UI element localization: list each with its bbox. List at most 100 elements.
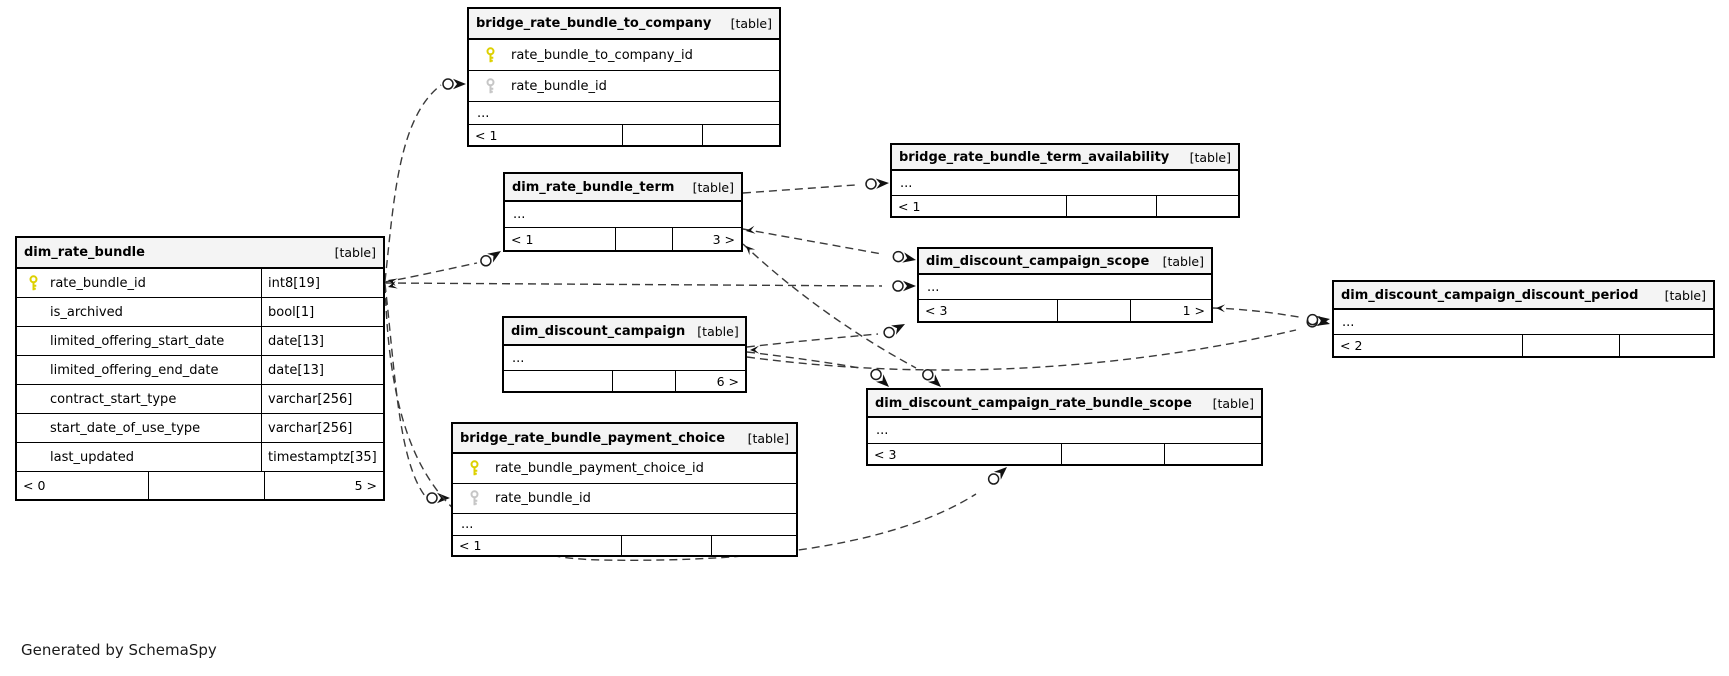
table-node-dim_discount_campaign_discount_period[interactable]: dim_discount_campaign_discount_period [ta… xyxy=(1332,280,1715,358)
table-type-badge: [table] xyxy=(730,16,772,31)
fk-circle-marker-icon xyxy=(987,473,1000,485)
table-title: bridge_rate_bundle_term_availability xyxy=(899,149,1170,165)
table-header: dim_discount_campaign_rate_bundle_scope[… xyxy=(868,390,1261,418)
column-name: start_date_of_use_type xyxy=(50,420,201,436)
table-title: dim_rate_bundle xyxy=(24,245,145,260)
column-type: int8[19] xyxy=(261,269,383,297)
table-node-dim_discount_campaign_scope[interactable]: dim_discount_campaign_scope[table]...< 3… xyxy=(917,247,1213,323)
table-title: dim_discount_campaign_discount_period xyxy=(1341,287,1639,303)
fk-arrowhead-icon xyxy=(487,251,501,263)
key-slot-empty xyxy=(17,327,50,355)
fk-arrowhead-icon xyxy=(388,278,398,287)
fk-edge xyxy=(1212,307,1300,318)
column-row: rate_bundle_payment_choice_id xyxy=(453,454,796,484)
fk-circle-marker-icon xyxy=(1306,313,1319,326)
schemaspy-credit: Generated by SchemaSpy xyxy=(21,641,217,659)
column-name: limited_offering_start_date xyxy=(50,333,225,349)
table-header: dim_rate_bundle [table] xyxy=(17,238,383,269)
footer-children-count xyxy=(1164,444,1261,464)
table-header: bridge_rate_bundle_term_availability [tab… xyxy=(892,145,1238,171)
table-footer: 6 > xyxy=(504,371,745,391)
key-slot-empty xyxy=(17,443,50,471)
column-name: contract_start_type xyxy=(50,391,177,407)
footer-parents-count: < 1 xyxy=(475,127,498,143)
table-node-bridge_rate_bundle_to_company[interactable]: bridge_rate_bundle_to_company [table] rate… xyxy=(467,7,781,147)
column-name: rate_bundle_to_company_id xyxy=(511,47,693,63)
table-node-bridge_rate_bundle_term_availability[interactable]: bridge_rate_bundle_term_availability [tab… xyxy=(890,143,1240,218)
ellipsis-row: ... xyxy=(469,102,779,125)
ellipsis-row: ... xyxy=(505,202,741,228)
primary-key-icon xyxy=(486,46,494,62)
fk-arrowhead-icon xyxy=(750,345,760,354)
table-footer: < 0 5 > xyxy=(17,472,383,499)
table-type-badge: [table] xyxy=(1212,395,1254,411)
table-type-badge: [table] xyxy=(697,323,739,339)
table-type-badge: [table] xyxy=(1189,149,1231,165)
footer-parents-count: < 1 xyxy=(459,538,482,553)
table-header: dim_discount_campaign [table] xyxy=(504,318,745,346)
table-title: dim_discount_campaign_scope xyxy=(926,253,1150,269)
column-type: bool[1] xyxy=(261,298,383,326)
table-title: bridge_rate_bundle_to_company xyxy=(476,16,712,31)
table-header: dim_rate_bundle_term[table] xyxy=(505,174,741,202)
fk-circle-marker-icon xyxy=(883,326,895,339)
footer-children-count xyxy=(711,536,796,555)
footer-middle-cell xyxy=(615,228,672,250)
key-slot xyxy=(453,484,495,513)
fk-edge xyxy=(742,243,917,369)
fk-circle-marker-icon xyxy=(870,368,882,381)
footer-parents-count: < 0 xyxy=(23,478,46,493)
table-footer: < 1 xyxy=(453,536,796,555)
fk-edge xyxy=(384,282,883,287)
footer-middle-cell xyxy=(1061,444,1164,464)
fk-arrowhead-icon xyxy=(875,178,889,189)
column-name: rate_bundle_id xyxy=(511,78,607,94)
column-row: rate_bundle_id xyxy=(453,484,796,514)
table-footer: < 1 xyxy=(469,125,779,145)
fk-arrowhead-icon xyxy=(388,280,398,289)
fk-arrowhead-icon xyxy=(903,280,916,292)
table-type-badge: [table] xyxy=(747,430,789,446)
key-slot xyxy=(469,40,511,70)
footer-middle-cell xyxy=(1057,300,1130,321)
footer-middle-cell xyxy=(148,472,264,499)
table-type-badge: [table] xyxy=(334,245,376,260)
key-slot-empty xyxy=(17,385,50,413)
table-node-bridge_rate_bundle_payment_choice[interactable]: bridge_rate_bundle_payment_choice [table]… xyxy=(451,422,798,557)
fk-circle-marker-icon xyxy=(892,250,905,263)
table-title: dim_discount_campaign xyxy=(511,323,686,339)
fk-edge xyxy=(384,283,426,497)
fk-circle-marker-icon xyxy=(865,178,877,190)
ellipsis-row: ... xyxy=(1334,310,1713,335)
fk-arrowhead-icon xyxy=(746,246,756,256)
table-title: bridge_rate_bundle_payment_choice xyxy=(460,430,726,446)
table-header: bridge_rate_bundle_payment_choice [table] xyxy=(453,424,796,454)
fk-arrowhead-icon xyxy=(927,374,941,387)
table-footer: < 3 xyxy=(868,444,1261,464)
column-name: is_archived xyxy=(50,304,123,320)
key-slot xyxy=(17,269,50,297)
table-footer: < 1 xyxy=(892,196,1238,216)
ellipsis-row: ... xyxy=(892,171,1238,196)
table-type-badge: [table] xyxy=(1664,287,1706,303)
primary-key-icon xyxy=(29,274,38,290)
table-node-dim_discount_campaign[interactable]: dim_discount_campaign[table]...6 > xyxy=(502,316,747,393)
column-row: is_archived bool[1] xyxy=(17,298,383,327)
footer-children-count: 6 > xyxy=(675,371,745,391)
table-node-dim_discount_campaign_rate_bundle_scope[interactable]: dim_discount_campaign_rate_bundle_scope[… xyxy=(866,388,1263,466)
column-name: rate_bundle_id xyxy=(495,491,591,506)
fk-circle-marker-icon xyxy=(426,492,438,504)
key-slot xyxy=(469,71,511,101)
footer-children-count xyxy=(1619,335,1713,356)
foreign-key-icon xyxy=(470,490,478,506)
footer-middle-cell xyxy=(612,371,675,391)
footer-children-count: 5 > xyxy=(264,472,383,499)
